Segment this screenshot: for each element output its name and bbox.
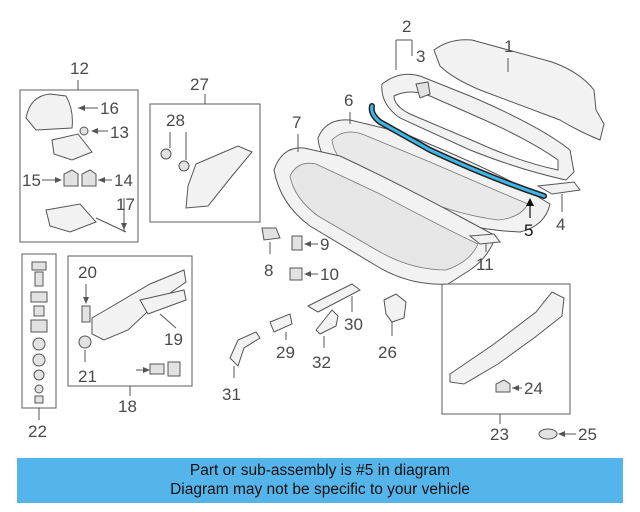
group-box-23 bbox=[441, 283, 571, 415]
callout-28: 28 bbox=[166, 111, 185, 130]
seal-23 bbox=[449, 291, 565, 385]
callout-30: 30 bbox=[344, 315, 363, 334]
clip-3 bbox=[415, 81, 431, 99]
callout-29: 29 bbox=[276, 343, 295, 362]
lid-panel-1 bbox=[433, 39, 605, 141]
bracket-30 bbox=[306, 283, 361, 313]
clip-15 bbox=[63, 169, 79, 187]
clip-11 bbox=[468, 233, 501, 245]
callout-22: 22 bbox=[28, 422, 47, 441]
seal-strip-5 bbox=[370, 104, 546, 198]
callout-12: 12 bbox=[70, 59, 89, 78]
bracket-29 bbox=[269, 313, 293, 333]
parts-diagram: 12 16 13 15 14 17 27 28 22 18 20 19 bbox=[19, 17, 605, 444]
callout-7: 7 bbox=[292, 113, 301, 132]
callout-27: 27 bbox=[190, 75, 209, 94]
bumper-25 bbox=[538, 428, 558, 440]
hinge-bracket-27 bbox=[185, 145, 253, 209]
clip-24 bbox=[495, 379, 511, 393]
hinge-arm bbox=[139, 289, 187, 315]
callout-19: 19 bbox=[164, 330, 183, 349]
banner-line-1: Part or sub-assembly is #5 in diagram bbox=[189, 462, 451, 479]
callout-2: 2 bbox=[402, 17, 411, 36]
callout-8: 8 bbox=[264, 261, 273, 280]
rod-31 bbox=[229, 331, 261, 367]
cover-16 bbox=[25, 93, 73, 131]
callout-5: 5 bbox=[524, 221, 533, 240]
callout-26: 26 bbox=[378, 343, 397, 362]
bumper-9 bbox=[291, 235, 303, 251]
callout-25: 25 bbox=[578, 425, 597, 444]
callout-9: 9 bbox=[320, 235, 329, 254]
callout-6: 6 bbox=[344, 91, 353, 110]
callout-17: 17 bbox=[116, 195, 135, 214]
callout-11: 11 bbox=[476, 255, 494, 274]
callout-24: 24 bbox=[524, 379, 543, 398]
bracket bbox=[51, 133, 93, 161]
callout-4: 4 bbox=[556, 215, 565, 234]
callout-15: 15 bbox=[22, 171, 41, 190]
latch bbox=[45, 203, 97, 233]
nut-14 bbox=[81, 169, 97, 187]
callout-16: 16 bbox=[100, 99, 119, 118]
callout-10: 10 bbox=[320, 265, 339, 284]
callout-32: 32 bbox=[312, 353, 331, 372]
callout-31: 31 bbox=[222, 385, 241, 404]
info-banner: Part or sub-assembly is #5 in diagram Di… bbox=[17, 458, 623, 503]
callout-3: 3 bbox=[416, 47, 425, 66]
pad-8 bbox=[261, 227, 281, 241]
callout-21: 21 bbox=[78, 367, 97, 386]
bracket-4 bbox=[536, 181, 581, 195]
callout-1: 1 bbox=[504, 37, 513, 56]
banner-line-2: Diagram may not be specific to your vehi… bbox=[170, 481, 470, 498]
group-box-12 bbox=[19, 89, 139, 243]
callout-20: 20 bbox=[78, 263, 97, 282]
bumper-10 bbox=[289, 267, 303, 281]
bracket-32 bbox=[315, 309, 339, 335]
bracket-26 bbox=[383, 293, 407, 323]
callout-23: 23 bbox=[490, 425, 509, 444]
callout-14: 14 bbox=[114, 171, 133, 190]
callout-13: 13 bbox=[110, 123, 129, 142]
callout-18: 18 bbox=[118, 397, 137, 416]
